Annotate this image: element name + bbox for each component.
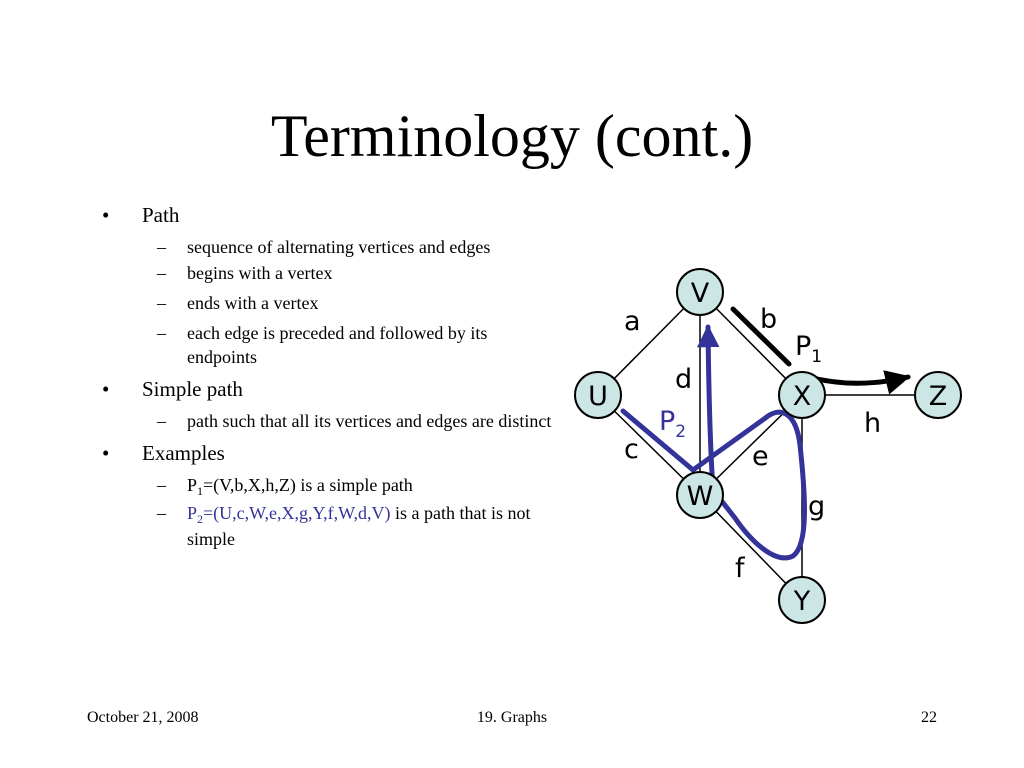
- vertex-u: [574, 371, 622, 419]
- footer-page-number: 22: [921, 709, 937, 726]
- sub-bullet: –sequence of alternating vertices and ed…: [157, 237, 491, 257]
- edge-a: [597, 291, 701, 396]
- sub-bullet: –path such that all its vertices and edg…: [157, 411, 552, 431]
- bullet-dot: •: [102, 203, 110, 227]
- path-p2: [620, 324, 807, 561]
- edge-label-g: g: [808, 491, 825, 522]
- footer-date: October 21, 2008: [87, 709, 199, 726]
- bullet-list: • Path –sequence of alternating vertices…: [100, 201, 560, 551]
- sub-bullet: –each edge is preceded and followed by i…: [157, 323, 488, 367]
- bullet-dot: •: [102, 377, 110, 401]
- path-label-p2: P2: [659, 406, 686, 442]
- example-p1: –P1=(V,b,X,h,Z) is a simple path: [157, 475, 413, 498]
- bullet-label: Examples: [142, 441, 225, 465]
- bullet-label: Path: [142, 203, 180, 227]
- sub-bullet-text: ends with a vertex: [187, 293, 319, 313]
- p1-name: P: [187, 475, 198, 495]
- p1-description: is a simple path: [295, 475, 413, 495]
- vertex-label-v: V: [691, 278, 710, 309]
- edge-label-c: c: [624, 434, 639, 465]
- vertex-label-u: U: [588, 381, 608, 412]
- p1-subscript: 1: [197, 484, 204, 498]
- vertex-label-w: W: [687, 481, 714, 512]
- vertex-label-z: Z: [929, 381, 948, 412]
- bullet-dot: •: [102, 441, 110, 465]
- p2-subscript: 2: [197, 512, 204, 526]
- example-p2: –P2=(U,c,W,e,X,g,Y,f,W,d,V) is a path th…: [157, 503, 531, 549]
- sub-bullet-text: path such that all its vertices and edge…: [187, 411, 552, 431]
- edge-label-b: b: [760, 304, 777, 335]
- bullet-path: • Path: [100, 201, 560, 229]
- edge-label-e: e: [752, 441, 769, 472]
- sub-bullet: –begins with a vertex: [157, 263, 333, 283]
- footer-chapter: 19. Graphs: [476, 709, 548, 726]
- sub-bullet-text: sequence of alternating vertices and edg…: [187, 237, 491, 257]
- sub-bullet: –ends with a vertex: [157, 293, 319, 313]
- edge-f: [699, 494, 803, 601]
- vertex-label-x: X: [793, 381, 812, 412]
- edge-label-h: h: [864, 408, 881, 439]
- vertex-v: [676, 268, 724, 316]
- p2-description: is a path that is not simple: [187, 503, 531, 549]
- vertex-w: [676, 471, 724, 519]
- p2-name: P: [187, 503, 198, 523]
- vertex-x: [778, 371, 826, 419]
- sub-bullet-text: each edge is preceded and followed by it…: [187, 323, 488, 367]
- edge-b-base: [699, 291, 803, 396]
- edge-label-f: f: [735, 553, 746, 584]
- bullet-simple-path: • Simple path: [100, 375, 560, 403]
- vertex-z: [914, 371, 962, 419]
- vertex-y: [778, 576, 826, 624]
- p1-sequence: =(V,b,X,h,Z): [203, 475, 296, 495]
- edge-label-a: a: [624, 306, 641, 337]
- slide-title: Terminology (cont.): [270, 103, 754, 169]
- path-label-p1: P1: [795, 331, 822, 367]
- bullet-examples: • Examples: [100, 439, 560, 467]
- bullet-label: Simple path: [142, 377, 243, 401]
- sub-bullet-text: begins with a vertex: [187, 263, 333, 283]
- p2-sequence: =(U,c,W,e,X,g,Y,f,W,d,V): [203, 503, 391, 523]
- edge-label-d: d: [675, 364, 692, 395]
- vertex-label-y: Y: [793, 586, 811, 617]
